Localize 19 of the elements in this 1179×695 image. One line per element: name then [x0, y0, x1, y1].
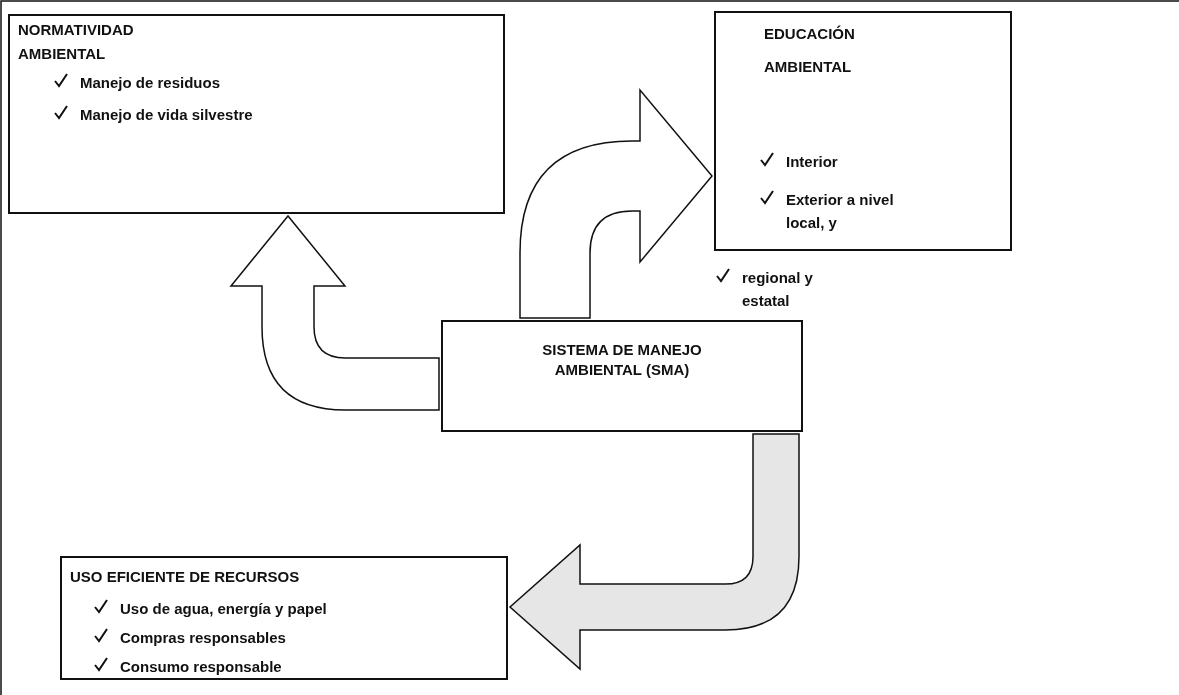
block-arrow	[230, 215, 440, 411]
text-box	[60, 556, 508, 680]
list-item-text: Manejo de residuos	[80, 73, 222, 93]
heading-text: NORMATIVIDAD AMBIENTAL	[18, 20, 135, 64]
heading-text: USO EFICIENTE DE RECURSOS	[70, 567, 301, 587]
list-item-text: regional y estatal	[742, 268, 814, 311]
text-box	[8, 14, 505, 214]
list-item-text: Interior	[786, 152, 839, 172]
list-item-text: Exterior a nivel local, y	[786, 190, 895, 233]
heading-text: EDUCACIÓN AMBIENTAL	[764, 24, 856, 77]
list-item-text: Uso de agua, energía y papel	[120, 599, 328, 619]
heading-text: SISTEMA DE MANEJO AMBIENTAL (SMA)	[541, 340, 703, 379]
list-item-text: Manejo de vida silvestre	[80, 105, 254, 125]
text-box	[714, 11, 1012, 251]
block-arrow	[519, 89, 713, 319]
list-item-text: Compras responsables	[120, 628, 287, 648]
text-box	[441, 320, 803, 432]
list-item-text: Consumo responsable	[120, 657, 283, 677]
block-arrow	[509, 433, 800, 670]
